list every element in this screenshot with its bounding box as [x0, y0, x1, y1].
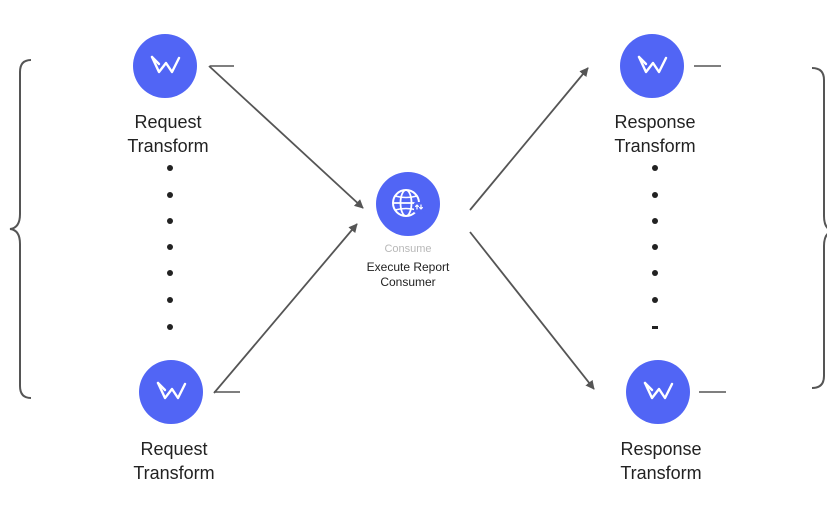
request-transform-label-top: Request Transform — [127, 112, 209, 156]
arrow-consumer-to-response-bottom — [469, 231, 595, 390]
response-transform-node-bottom[interactable] — [626, 360, 690, 424]
execute-report-consumer-node[interactable] — [376, 172, 440, 236]
right-brace — [811, 67, 827, 389]
double-check-icon — [150, 55, 181, 74]
double-check-icon — [156, 381, 187, 400]
left-brace — [9, 59, 32, 399]
double-check-icon — [643, 381, 674, 400]
consumer-name-label: Execute Report Consumer — [366, 260, 450, 289]
response-transform-label-top: Response Transform — [614, 112, 696, 156]
double-check-icon — [637, 55, 668, 74]
arrow-request-bottom-to-consumer — [213, 223, 358, 394]
response-transform-label-bottom: Response Transform — [620, 439, 702, 483]
request-transform-node-bottom[interactable] — [139, 360, 203, 424]
consumer-type-label: Consume — [384, 243, 432, 255]
response-transform-node-top[interactable] — [620, 34, 684, 98]
globe-refresh-icon — [392, 189, 425, 217]
arrow-consumer-to-response-top — [469, 67, 589, 211]
ellipsis-dots-left — [167, 165, 173, 330]
request-transform-node-top[interactable] — [133, 34, 197, 98]
ellipsis-dots-right — [652, 165, 658, 329]
request-transform-label-bottom: Request Transform — [133, 439, 215, 483]
arrow-request-top-to-consumer — [208, 65, 364, 209]
